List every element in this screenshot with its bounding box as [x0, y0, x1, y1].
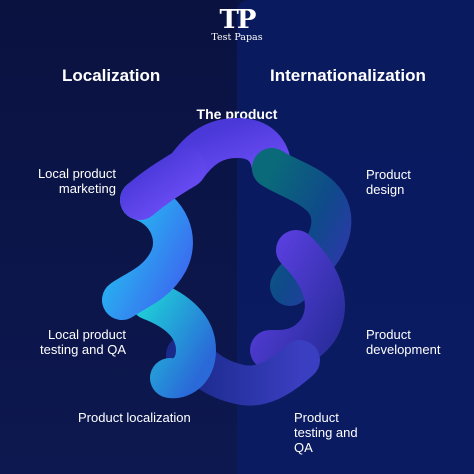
- label-product-development: Product development: [366, 327, 441, 357]
- label-product-design: Product design: [366, 167, 411, 197]
- label-local-marketing: Local product marketing: [37, 166, 116, 196]
- heading-internationalization: Internationalization: [270, 66, 426, 85]
- center-title: The product: [196, 106, 278, 122]
- heading-localization: Localization: [62, 66, 161, 85]
- arc-lower-left: [130, 280, 217, 399]
- logo-mark: TP: [219, 5, 257, 35]
- arc-top-left: [120, 148, 206, 220]
- test-papas-logo: TP Test Papas: [200, 5, 274, 48]
- arc-upper-left: [102, 180, 193, 320]
- label-product-localization: Product localization: [78, 410, 191, 425]
- label-local-testing-qa: Local product testing and QA: [40, 327, 126, 357]
- localization-panel: [0, 0, 237, 474]
- label-product-testing-qa: Product testing and QA: [294, 410, 358, 455]
- logo-text: Test Papas: [211, 32, 263, 43]
